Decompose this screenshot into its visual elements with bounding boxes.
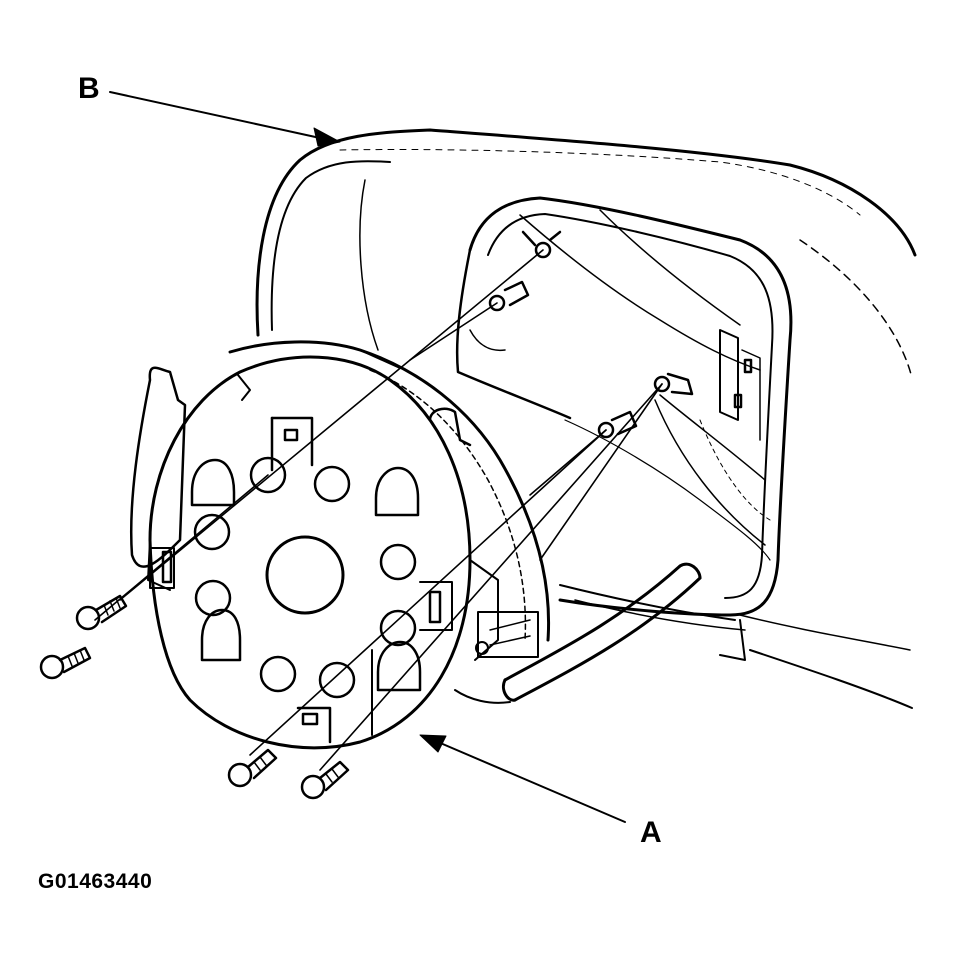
mirror-housing [255,128,917,709]
screws [39,594,350,800]
figure-id: G01463440 [38,870,153,893]
harness-cable [454,562,702,704]
callout-label-a: A [640,816,662,849]
actuator-slots [190,458,422,692]
screw-4 [300,760,350,800]
screw-3 [227,748,278,788]
screw-2 [39,646,92,680]
leader-lines [109,91,626,823]
screw-1 [75,594,128,631]
mirror-actuator [129,340,551,750]
callout-label-b: B [78,72,100,105]
mounting-clips [488,230,753,439]
alignment-lines [94,249,663,771]
